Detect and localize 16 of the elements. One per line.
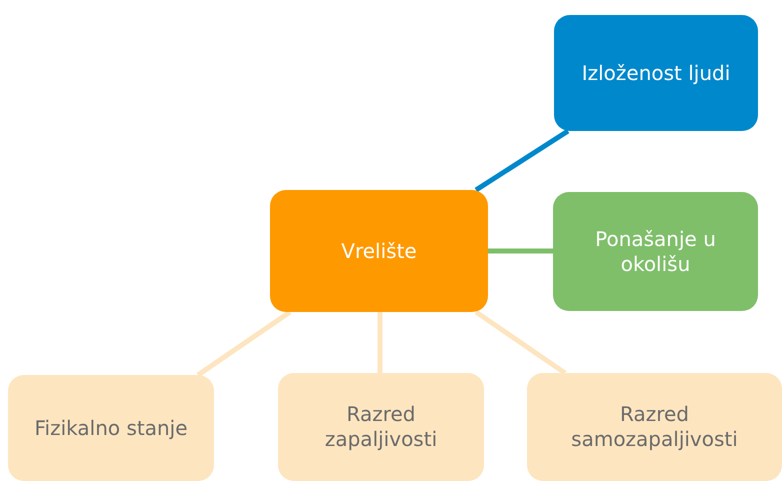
- topic-box: [554, 15, 758, 131]
- topic-label: Vrelište: [341, 238, 417, 264]
- topic-box: [270, 190, 488, 312]
- topic-box: [8, 375, 214, 481]
- topic-box: [527, 373, 782, 481]
- connector-line: [474, 128, 570, 192]
- topic-label: Ponašanje u okolišu: [594, 226, 717, 276]
- topic-label: Razred zapaljivosti: [324, 402, 438, 452]
- connector-line: [488, 248, 553, 254]
- connector-line: [378, 312, 382, 373]
- topic-label: Izloženost ljudi: [582, 60, 730, 86]
- topic-box: [553, 192, 758, 311]
- topic-label: Razred samozapaljivosti: [570, 402, 739, 452]
- connector-line: [196, 310, 292, 378]
- topic-box: [278, 373, 484, 481]
- topic-label: Fizikalno stanje: [34, 416, 188, 440]
